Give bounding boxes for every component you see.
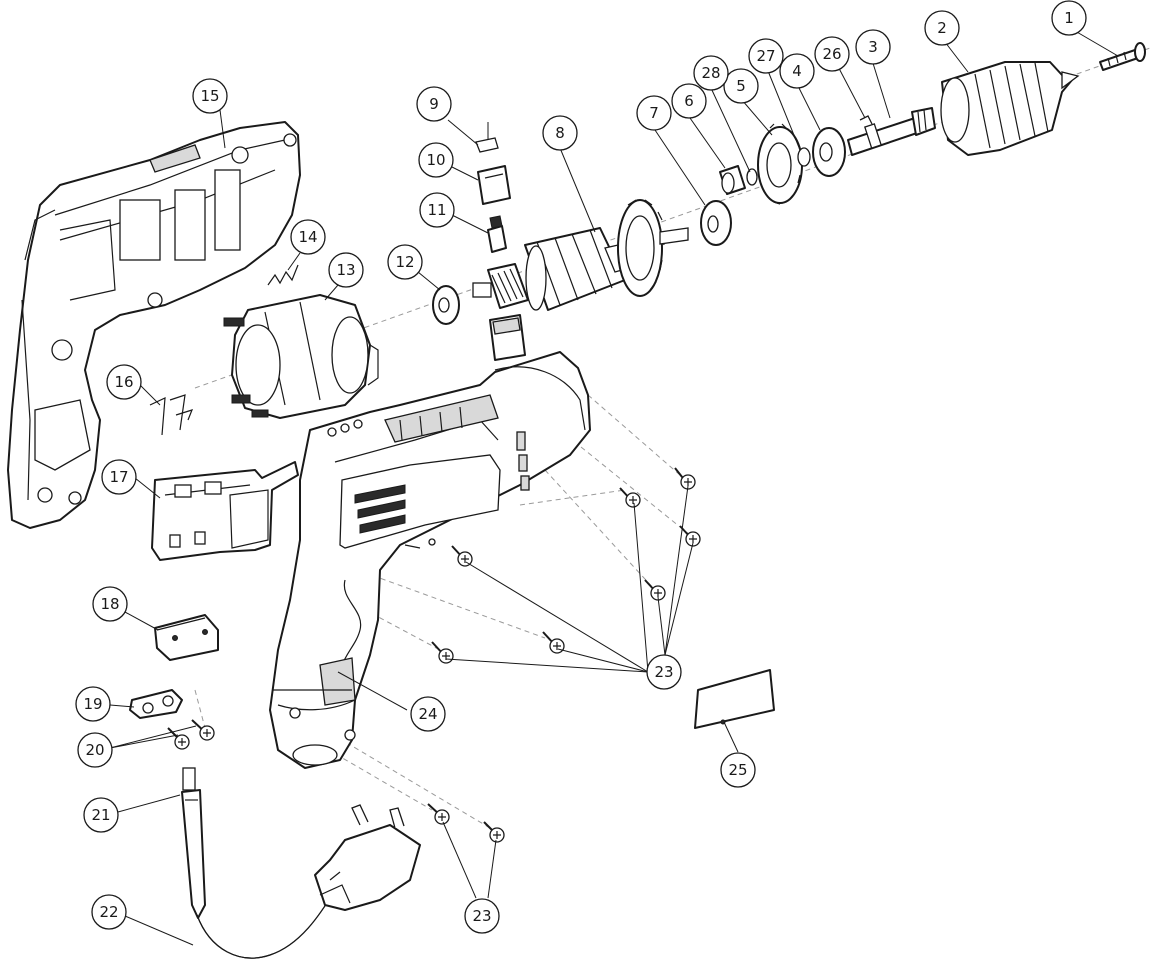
callout-11: 11	[419, 192, 455, 228]
brush-holder-set	[475, 122, 526, 361]
callout-16: 16	[106, 364, 142, 400]
callout-22: 22	[91, 894, 127, 930]
spindle-washer	[812, 127, 846, 177]
right-housing-body	[269, 351, 591, 769]
callout-3: 3	[855, 29, 891, 65]
callout-27: 27	[748, 38, 784, 74]
svg-text:7: 7	[649, 104, 659, 122]
armature	[472, 199, 689, 311]
callout-9: 9	[416, 86, 452, 122]
callout-15: 15	[192, 78, 228, 114]
svg-text:5: 5	[736, 77, 746, 95]
callout-18: 18	[92, 586, 128, 622]
callout-21: 21	[83, 797, 119, 833]
callout-23b: 23	[464, 898, 500, 934]
screw	[674, 467, 696, 490]
spindle	[847, 107, 936, 156]
cable-clamp	[129, 689, 183, 719]
screw	[427, 803, 450, 825]
svg-text:27: 27	[756, 47, 775, 65]
svg-text:15: 15	[200, 87, 219, 105]
small-washer	[746, 168, 758, 186]
callout-8: 8	[542, 115, 578, 151]
trigger-switch	[151, 461, 299, 561]
rear-bearing	[432, 285, 460, 325]
drill-chuck	[940, 61, 1080, 156]
callout-17: 17	[101, 459, 137, 495]
callout-23a: 23	[646, 654, 682, 690]
spring-clip	[267, 264, 299, 286]
svg-text:21: 21	[91, 806, 110, 824]
screw	[483, 821, 505, 843]
screw	[451, 545, 473, 567]
bushing	[719, 165, 746, 195]
svg-text:14: 14	[298, 228, 317, 246]
screw	[431, 641, 454, 664]
callout-10: 10	[418, 142, 454, 178]
svg-text:11: 11	[427, 201, 446, 219]
svg-text:2: 2	[937, 19, 947, 37]
callout-24: 24	[410, 696, 446, 732]
chuck-screw	[1099, 42, 1146, 71]
svg-text:6: 6	[684, 92, 694, 110]
svg-text:1: 1	[1064, 9, 1074, 27]
leader-lines	[109, 27, 1119, 946]
svg-text:4: 4	[792, 62, 802, 80]
stator	[223, 294, 379, 419]
callout-4: 4	[779, 53, 815, 89]
callouts: 1 2 3 4 5 6 7 8 9 10 11 12 13 14 15 16 1…	[75, 0, 1087, 934]
callout-13: 13	[328, 252, 364, 288]
callout-20: 20	[77, 732, 113, 768]
callout-6: 6	[671, 83, 707, 119]
clamp-screws	[167, 719, 215, 750]
svg-text:23: 23	[654, 663, 673, 681]
callout-26: 26	[814, 36, 850, 72]
svg-text:3: 3	[868, 38, 878, 56]
svg-text:8: 8	[555, 124, 565, 142]
left-housing-half	[7, 121, 301, 529]
callout-28: 28	[693, 55, 729, 91]
power-cord	[181, 767, 421, 959]
svg-text:12: 12	[395, 253, 414, 271]
svg-text:10: 10	[426, 151, 445, 169]
svg-text:18: 18	[100, 595, 119, 613]
output-gear	[757, 123, 803, 205]
callout-5: 5	[723, 68, 759, 104]
screw	[644, 579, 666, 601]
callout-2: 2	[924, 10, 960, 46]
svg-text:16: 16	[114, 373, 133, 391]
callout-19: 19	[75, 686, 111, 722]
svg-text:28: 28	[701, 64, 720, 82]
svg-text:26: 26	[822, 45, 841, 63]
svg-text:24: 24	[418, 705, 437, 723]
callout-12: 12	[387, 244, 423, 280]
svg-text:9: 9	[429, 95, 439, 113]
capacitor-block	[154, 614, 219, 661]
screw	[679, 525, 701, 547]
callout-25: 25	[720, 752, 756, 788]
housing-screws	[427, 467, 701, 843]
rating-label	[694, 669, 775, 729]
svg-text:23: 23	[472, 907, 491, 925]
svg-text:17: 17	[109, 468, 128, 486]
screw	[619, 487, 641, 508]
svg-text:20: 20	[85, 741, 104, 759]
svg-text:19: 19	[83, 695, 102, 713]
terminal-clips	[149, 394, 194, 436]
svg-text:25: 25	[728, 761, 747, 779]
front-bearing	[700, 200, 732, 246]
svg-text:22: 22	[99, 903, 118, 921]
svg-text:13: 13	[336, 261, 355, 279]
callout-7: 7	[636, 95, 672, 131]
circlip	[797, 147, 811, 167]
callout-1: 1	[1051, 0, 1087, 36]
callout-14: 14	[290, 219, 326, 255]
